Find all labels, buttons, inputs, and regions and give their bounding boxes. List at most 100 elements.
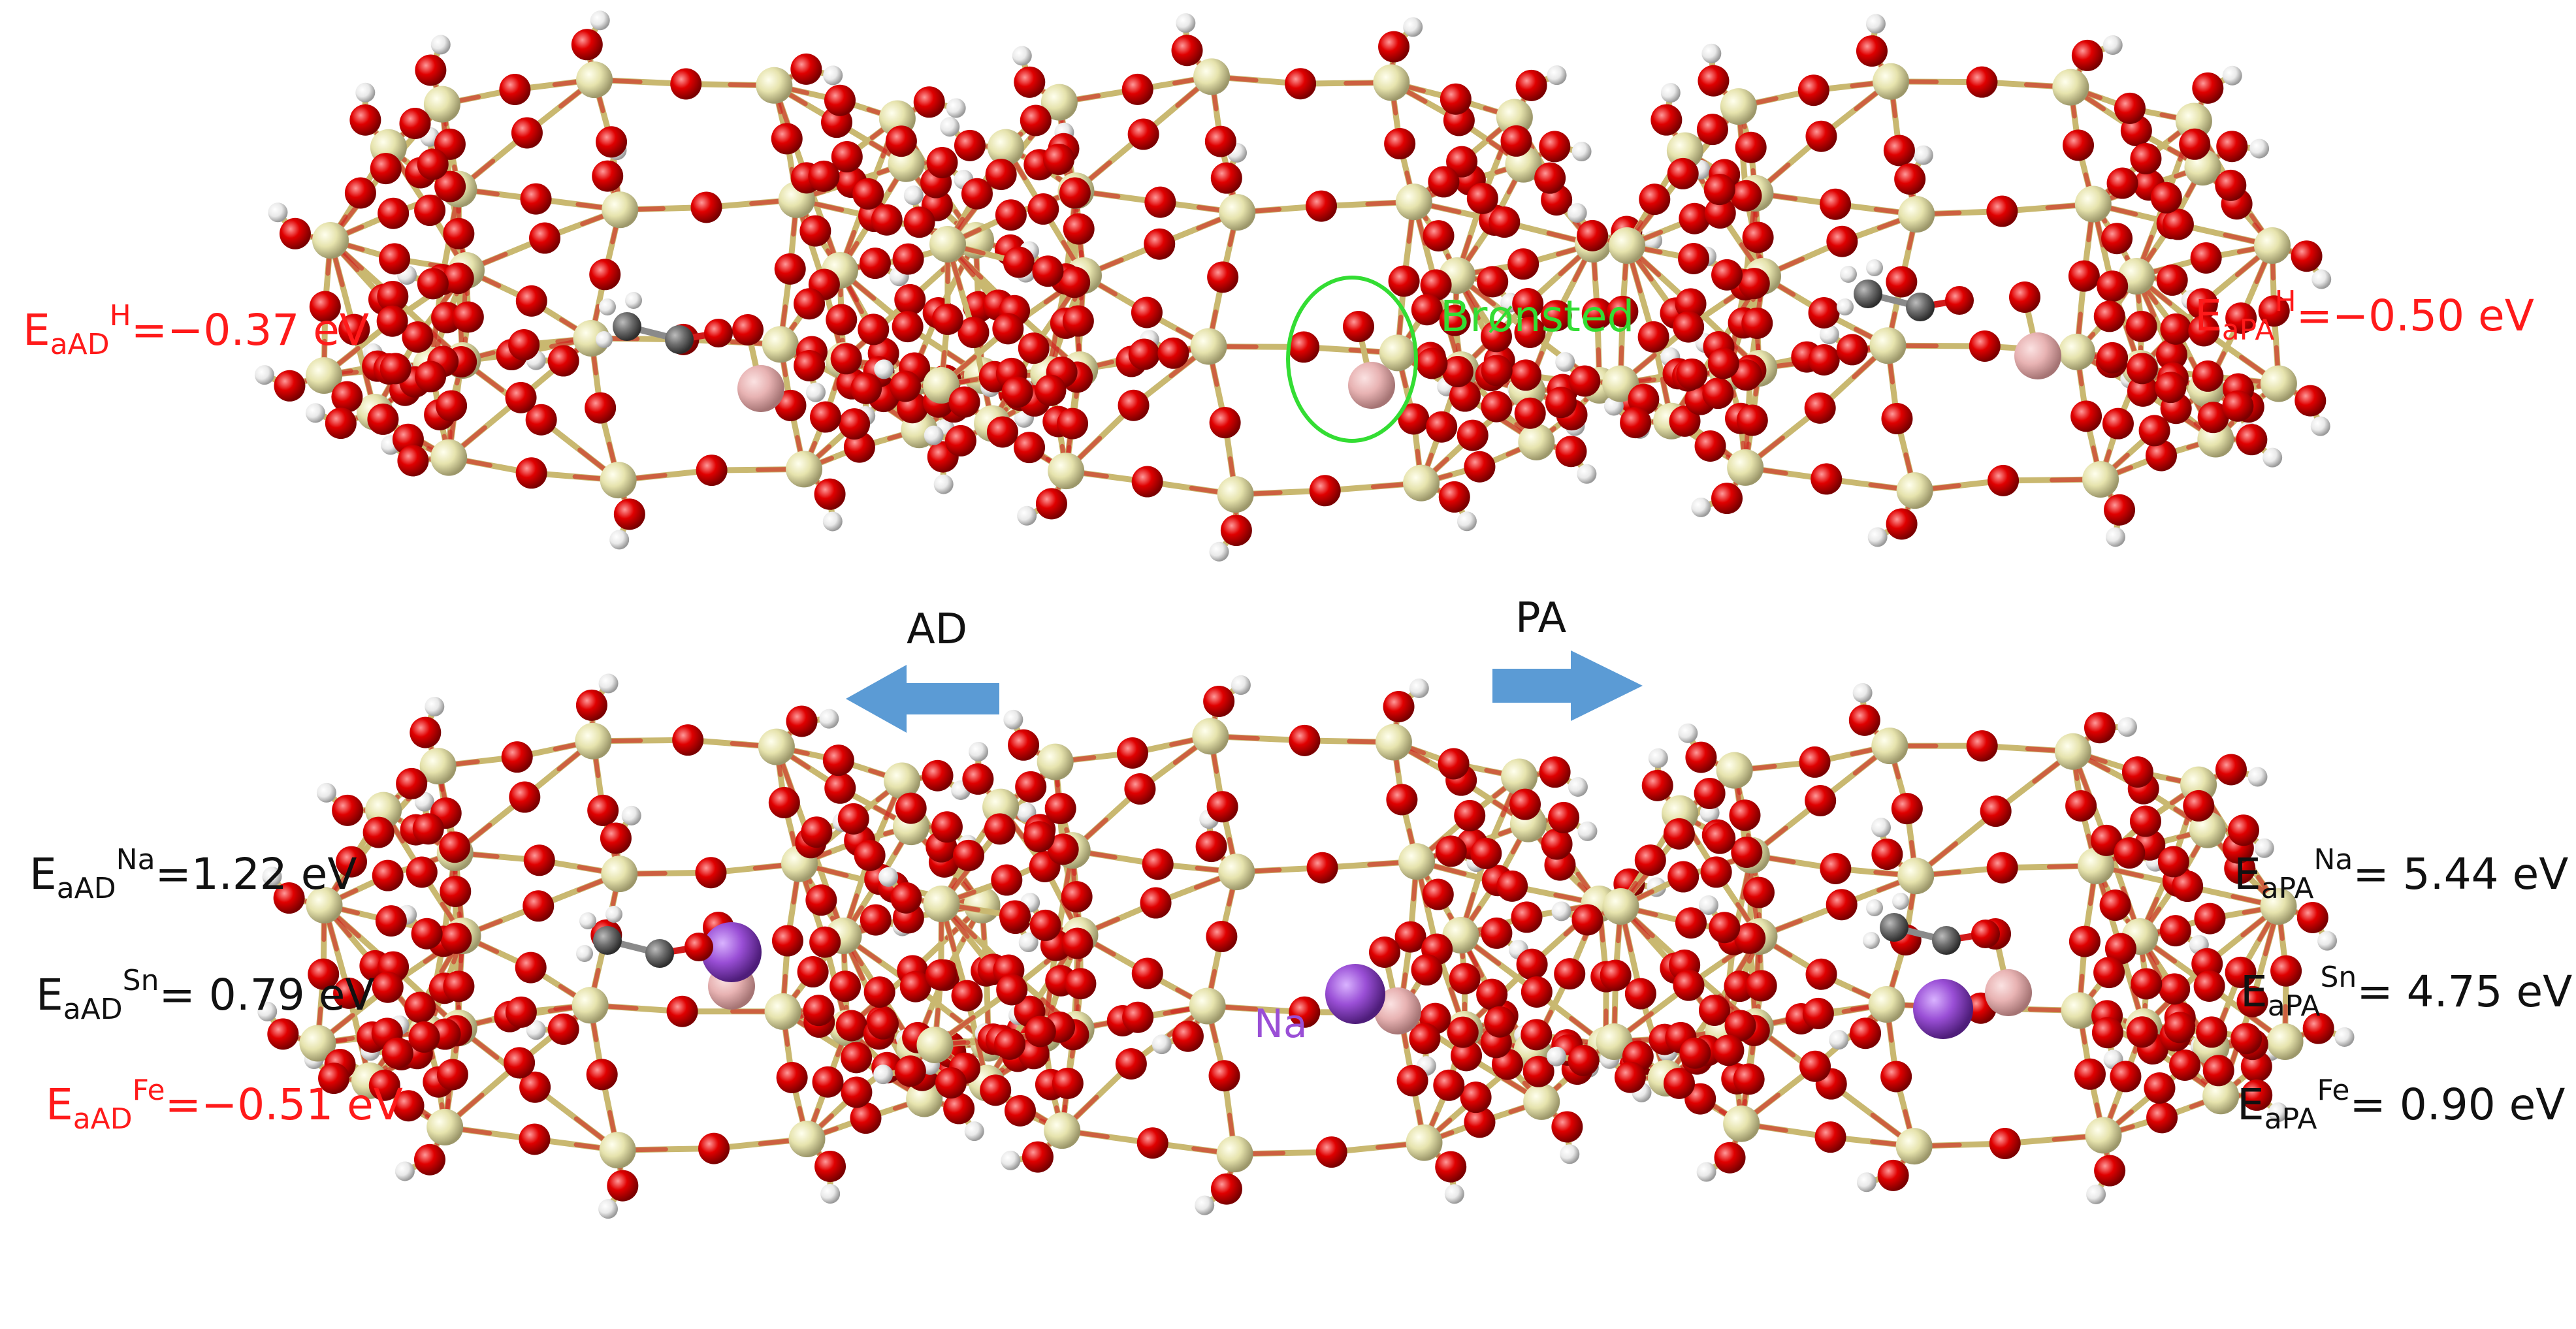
oxygen-atom	[890, 882, 922, 914]
oxygen-atom	[684, 933, 713, 961]
oxygen-atom	[1883, 135, 1915, 167]
silicon-atom	[2058, 333, 2095, 370]
silicon-atom	[306, 887, 343, 923]
hydrogen-atom	[1568, 777, 1588, 797]
oxygen-atom	[1685, 741, 1717, 773]
silicon-atom	[1727, 449, 1764, 486]
oxygen-atom	[1457, 419, 1489, 451]
oxygen-atom	[1422, 878, 1454, 910]
oxygen-atom	[1663, 1067, 1695, 1099]
oxygen-atom	[515, 952, 547, 984]
substituted-metal-atom	[737, 365, 784, 412]
oxygen-atom	[1894, 163, 1926, 195]
oxygen-atom	[695, 857, 727, 889]
oxygen-atom	[1433, 1069, 1465, 1101]
oxygen-atom	[1035, 488, 1067, 520]
oxygen-atom	[1886, 266, 1918, 298]
oxygen-atom	[794, 349, 826, 381]
oxygen-atom	[1206, 791, 1238, 823]
oxygen-atom	[1634, 844, 1666, 876]
hydrogen-atom	[1691, 497, 1711, 517]
oxygen-atom	[1398, 403, 1430, 435]
oxygen-atom	[991, 864, 1023, 896]
silicon-atom	[1496, 99, 1533, 136]
oxygen-atom	[1554, 958, 1586, 990]
ad-arrow-label: AD	[907, 605, 968, 654]
oxygen-atom	[814, 1150, 846, 1182]
oxygen-atom	[774, 253, 806, 285]
oxygen-atom	[413, 1144, 445, 1176]
oxygen-atom	[1122, 1001, 1154, 1033]
oxygen-atom	[377, 280, 409, 312]
oxygen-atom	[2157, 846, 2189, 878]
oxygen-atom	[1641, 769, 1673, 801]
oxygen-atom	[1131, 466, 1163, 498]
energy-value: = 0.79 eV	[159, 970, 375, 1020]
energy-subscript: aAD	[63, 993, 123, 1026]
hydrogen-atom	[1017, 505, 1037, 526]
hydrogen-atom	[1567, 203, 1587, 223]
silicon-atom	[573, 319, 610, 357]
oxygen-atom	[1678, 243, 1710, 275]
oxygen-atom	[768, 787, 800, 819]
energy-superscript: Sn	[122, 964, 159, 997]
energy-symbol: E	[36, 970, 63, 1020]
oxygen-atom	[1675, 907, 1707, 939]
oxygen-atom	[1124, 773, 1156, 805]
oxygen-atom	[515, 457, 547, 489]
oxygen-atom	[985, 159, 1017, 191]
silicon-atom	[1896, 472, 1933, 509]
oxygen-atom	[995, 199, 1027, 231]
silicon-atom	[602, 191, 639, 229]
silicon-atom	[1373, 64, 1410, 101]
oxygen-atom	[547, 1013, 579, 1045]
silicon-atom	[1868, 985, 1905, 1023]
oxygen-atom	[1745, 970, 1777, 1002]
oxygen-atom	[704, 319, 733, 347]
oxygen-atom	[318, 1063, 350, 1095]
oxygen-atom	[1014, 66, 1046, 98]
oxygen-atom	[2296, 901, 2328, 933]
oxygen-atom	[1696, 114, 1728, 146]
oxygen-atom	[2230, 1023, 2262, 1055]
oxygen-atom	[1428, 166, 1460, 198]
hydrogen-atom	[1555, 352, 1575, 372]
oxygen-atom	[1614, 1061, 1646, 1093]
oxygen-atom	[1131, 296, 1163, 328]
oxygen-atom	[2084, 712, 2116, 744]
oxygen-atom	[585, 392, 617, 424]
energy-label-top-right: EaPAH=−0.50 eV	[2195, 287, 2534, 345]
oxygen-atom	[1441, 356, 1473, 388]
silicon-atom	[1406, 1124, 1443, 1161]
oxygen-atom	[335, 846, 367, 878]
hydrogen-atom	[2311, 269, 2332, 289]
energy-subscript: aPA	[2267, 989, 2321, 1023]
oxygen-atom	[958, 317, 990, 349]
hydrogen-atom	[1837, 298, 1854, 315]
oxygen-atom	[2106, 167, 2138, 199]
oxygen-atom	[443, 970, 475, 1002]
hydrogen-atom	[394, 1161, 415, 1181]
oxygen-atom	[452, 301, 484, 333]
oxygen-atom	[344, 177, 376, 209]
silicon-atom	[2202, 1078, 2240, 1115]
oxygen-atom	[1210, 1173, 1242, 1205]
oxygen-atom	[885, 125, 917, 157]
hydrogen-atom	[1698, 895, 1718, 915]
hydrogen-atom	[2254, 838, 2274, 858]
silicon-atom	[1048, 453, 1085, 490]
energy-symbol: E	[23, 305, 50, 355]
hydrogen-atom	[2262, 447, 2283, 468]
hydrogen-atom	[806, 382, 826, 402]
oxygen-atom	[797, 956, 829, 988]
oxygen-atom	[1980, 795, 2012, 827]
energy-superscript: H	[109, 299, 131, 332]
oxygen-atom	[1121, 73, 1153, 105]
oxygen-atom	[948, 386, 980, 418]
oxygen-atom	[523, 844, 555, 876]
oxygen-atom	[1142, 848, 1174, 880]
oxygen-atom	[2291, 240, 2323, 272]
hydrogen-atom	[1865, 14, 1886, 34]
oxygen-atom	[1945, 286, 1974, 315]
oxygen-atom	[2162, 208, 2194, 240]
